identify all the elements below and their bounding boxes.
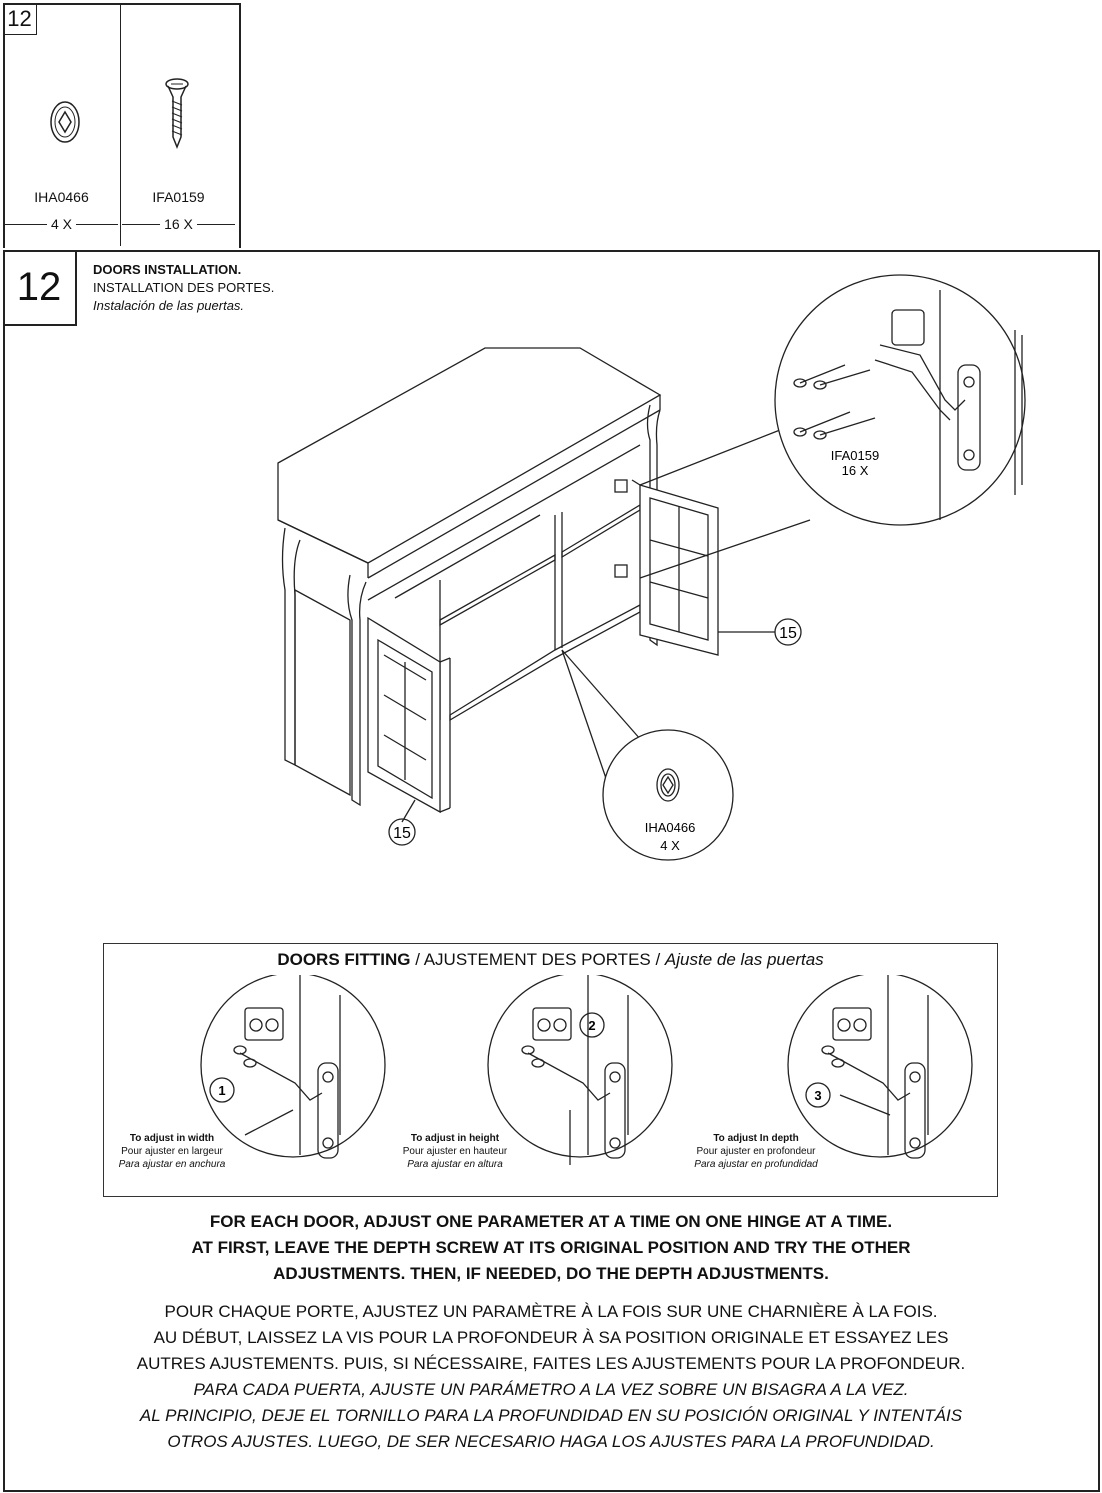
adjust-number-3: 3 xyxy=(814,1088,821,1103)
screw-icon xyxy=(165,78,189,150)
adjust-width-en: To adjust in width xyxy=(129,1133,215,1144)
cam-lock-icon xyxy=(50,101,80,143)
adjust-depth-caption: To adjust In depth Pour ajuster en profo… xyxy=(676,1132,836,1171)
fitting-title-fr: AJUSTEMENT DES PORTES xyxy=(423,950,651,969)
instructions-en-line: FOR EACH DOOR, ADJUST ONE PARAMETER AT A… xyxy=(209,1212,893,1231)
part-code-ifa0159: IFA0159 xyxy=(152,189,205,205)
adjust-height-fr: Pour ajuster en hauteur xyxy=(402,1146,508,1157)
instructions-en-line: AT FIRST, LEAVE THE DEPTH SCREW AT ITS O… xyxy=(191,1238,911,1257)
instructions-es-line: AL PRINCIPIO, DEJE EL TORNILLO PARA LA P… xyxy=(139,1406,963,1425)
instructions-es-line: PARA CADA PUERTA, AJUSTE UN PARÁMETRO A … xyxy=(193,1380,909,1399)
instructions-fr-line: POUR CHAQUE PORTE, AJUSTEZ UN PARAMÈTRE … xyxy=(164,1302,938,1321)
fitting-title-es: Ajuste de las puertas xyxy=(664,950,824,969)
step-panel xyxy=(3,250,1100,1492)
fitting-title-sep-2: / xyxy=(650,950,665,969)
step-title-es: Instalación de las puertas. xyxy=(93,298,245,313)
step-title-en: DOORS INSTALLATION. xyxy=(93,262,242,277)
cam-callout-code: IHA0466 xyxy=(645,820,696,835)
doors-fitting-title: DOORS FITTING / AJUSTEMENT DES PORTES / … xyxy=(103,950,998,970)
adjust-height-en: To adjust in height xyxy=(410,1133,500,1144)
instructions-en-line: ADJUSTMENTS. THEN, IF NEEDED, DO THE DEP… xyxy=(273,1264,829,1283)
cabinet-diagram: 15 15 IFA0159 16 X IHA0466 4 X xyxy=(277,274,1026,861)
doors-fitting-box xyxy=(103,943,998,1197)
step-number: 12 xyxy=(3,250,77,326)
fitting-title-sep: / xyxy=(410,950,424,969)
adjust-depth-en: To adjust In depth xyxy=(713,1133,799,1144)
adjust-height-es: Para ajustar en altura xyxy=(407,1159,503,1170)
hinge-callout-qty: 16 X xyxy=(842,463,869,478)
instructions-fr-line: AUTRES AJUSTEMENTS. PUIS, SI NÉCESSAIRE,… xyxy=(136,1354,966,1373)
cam-callout-qty: 4 X xyxy=(660,838,680,853)
adjust-depth-es: Para ajustar en profundidad xyxy=(694,1159,818,1170)
adjust-height-caption: To adjust in height Pour ajuster en haut… xyxy=(375,1132,535,1171)
instructions-es-line: OTROS AJUSTES. LUEGO, DE SER NECESARIO H… xyxy=(167,1432,935,1451)
part-label-right: 15 xyxy=(779,625,797,642)
qty-wrap-1: 4 X xyxy=(4,216,119,232)
part-qty-ifa0159: 16 X xyxy=(160,216,197,232)
parts-divider xyxy=(120,3,121,246)
adjust-number-2: 2 xyxy=(588,1018,595,1033)
hinge-adjust-diagrams: 1 2 3 xyxy=(200,975,973,1165)
parts-step-number: 12 xyxy=(3,3,37,35)
adjust-width-es: Para ajustar en anchura xyxy=(118,1159,226,1170)
step-title-fr: INSTALLATION DES PORTES. xyxy=(93,280,275,295)
adjust-width-fr: Pour ajuster en largeur xyxy=(121,1146,223,1157)
parts-box xyxy=(3,3,241,248)
adjust-number-1: 1 xyxy=(218,1083,225,1098)
fitting-title-en: DOORS FITTING xyxy=(277,950,411,969)
adjust-width-caption: To adjust in width Pour ajuster en large… xyxy=(92,1132,252,1171)
hinge-callout-code: IFA0159 xyxy=(831,448,879,463)
instructions-fr-line: AU DÉBUT, LAISSEZ LA VIS POUR LA PROFOND… xyxy=(153,1328,949,1347)
part-code-iha0466: IHA0466 xyxy=(34,189,89,205)
instructions-es: PARA CADA PUERTA, AJUSTE UN PARÁMETRO A … xyxy=(0,1377,1102,1455)
part-label-left: 15 xyxy=(393,825,411,842)
instructions-en: FOR EACH DOOR, ADJUST ONE PARAMETER AT A… xyxy=(0,1209,1102,1287)
instructions-fr: POUR CHAQUE PORTE, AJUSTEZ UN PARAMÈTRE … xyxy=(0,1299,1102,1377)
adjust-depth-fr: Pour ajuster en profondeur xyxy=(696,1146,816,1157)
qty-wrap-2: 16 X xyxy=(121,216,236,232)
part-qty-iha0466: 4 X xyxy=(46,216,76,232)
